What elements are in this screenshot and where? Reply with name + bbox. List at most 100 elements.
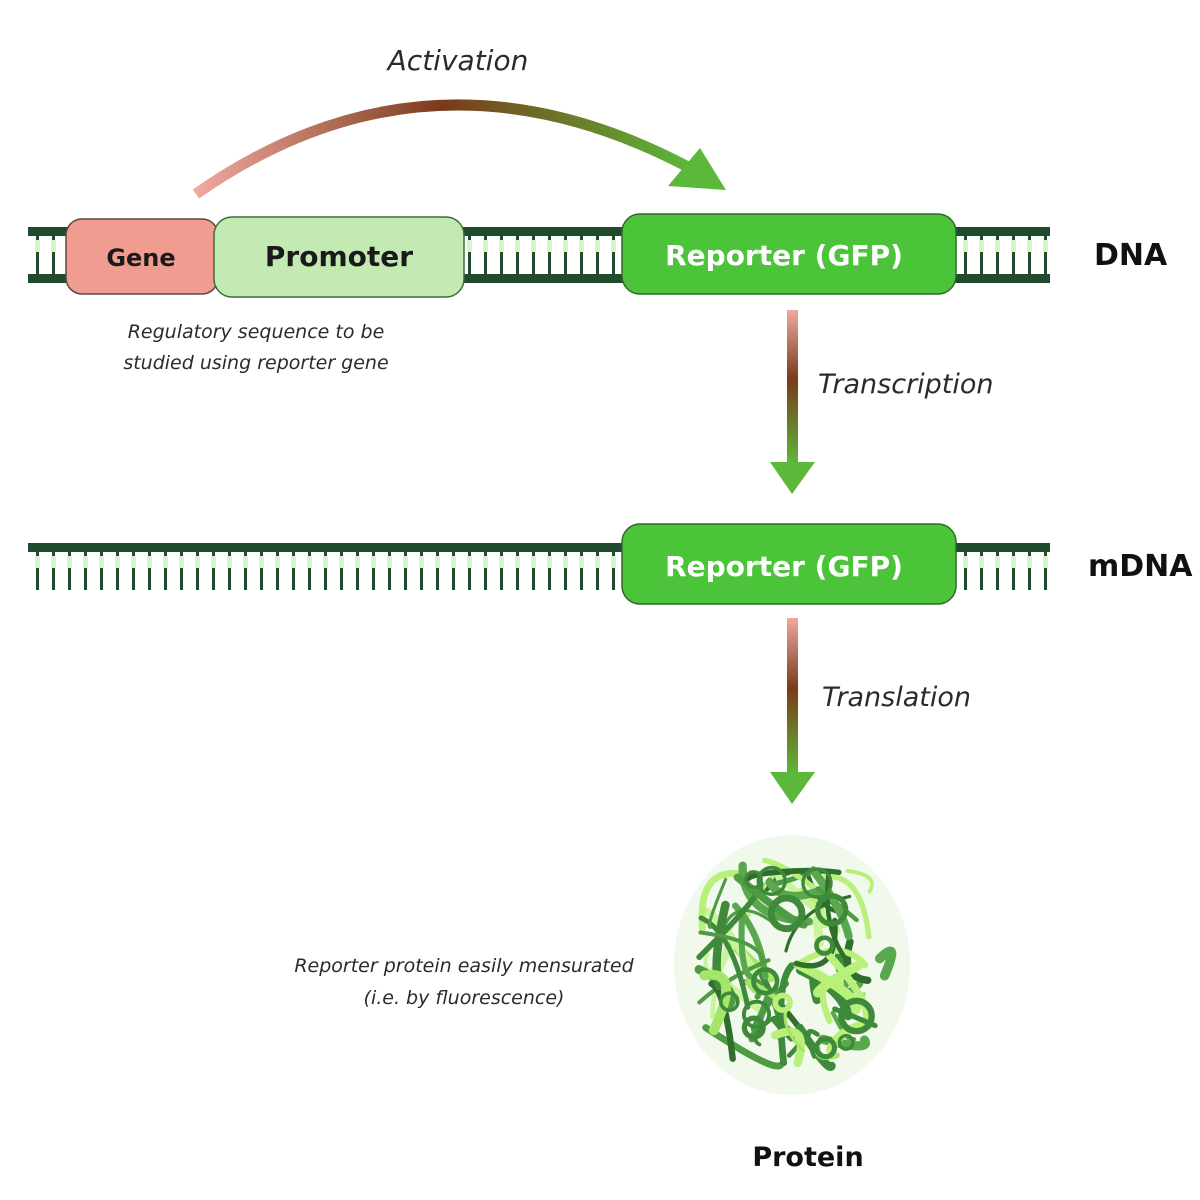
mdna-rung: [516, 552, 519, 590]
mdna-rung-highlight: [131, 556, 136, 568]
mdna-rung-highlight: [387, 556, 392, 568]
mdna-rung-highlight: [595, 556, 600, 568]
dna-rung-highlight: [579, 240, 584, 252]
promoter-box: Promoter: [213, 216, 465, 298]
dna-rung: [996, 236, 999, 274]
dna-rung: [1028, 236, 1031, 274]
mdna-rung: [548, 552, 551, 590]
mdna-rung-highlight: [179, 556, 184, 568]
protein-illustration: [674, 835, 910, 1095]
mdna-rung: [1012, 552, 1015, 590]
mdna-rung: [228, 552, 231, 590]
dna-label: DNA: [1094, 238, 1168, 273]
mdna-rung: [244, 552, 247, 590]
protein-coil: [744, 870, 763, 889]
mdna-rung-highlight: [979, 556, 984, 568]
mdna-rung-highlight: [211, 556, 216, 568]
dna-rung: [548, 236, 551, 274]
mdna-rung-highlight: [579, 556, 584, 568]
mdna-rung: [964, 552, 967, 590]
dna-bottom-backbone: [28, 274, 1050, 283]
protein-ribbon: [771, 1027, 805, 1068]
protein-ribbon: [697, 958, 771, 1005]
mdna-rung-highlight: [563, 556, 568, 568]
transcription-arrowhead: [770, 462, 815, 494]
mdna-rung-highlight: [483, 556, 488, 568]
mdna-rung: [276, 552, 279, 590]
dna-rung: [564, 236, 567, 274]
reporter-dna-label: Reporter (GFP): [665, 239, 903, 272]
mdna-strand: [28, 543, 1050, 590]
protein-ribbon: [698, 915, 751, 1010]
mdna-rungs: [35, 552, 1048, 590]
dna-rung-highlight: [531, 240, 536, 252]
activation-arrowhead: [668, 148, 726, 190]
transcription-arrow: [770, 310, 815, 494]
protein-coil: [741, 1015, 766, 1040]
promoter-label: Promoter: [265, 240, 413, 273]
dna-rung: [964, 236, 967, 274]
mdna-rung: [532, 552, 535, 590]
mdna-rung: [564, 552, 567, 590]
mdna-rung-highlight: [499, 556, 504, 568]
protein-label: Protein: [752, 1142, 863, 1173]
mdna-rung: [52, 552, 55, 590]
mdna-rung-highlight: [307, 556, 312, 568]
dna-rung-highlight: [1027, 240, 1032, 252]
protein-ribbon: [698, 930, 765, 965]
protein-ribbon: [815, 886, 859, 923]
mdna-rung-highlight: [275, 556, 280, 568]
dna-rung: [612, 236, 615, 274]
protein-coil: [767, 894, 806, 933]
mdna-rung-highlight: [451, 556, 456, 568]
protein-ribbon: [845, 868, 874, 894]
protein-ribbon: [795, 947, 869, 969]
mdna-rung: [404, 552, 407, 590]
activation-label: Activation: [386, 44, 529, 77]
protein-ribbon: [812, 960, 863, 998]
mdna-rung-highlight: [51, 556, 56, 568]
mdna-rung-highlight: [227, 556, 232, 568]
reporter-mdna-label: Reporter (GFP): [665, 550, 903, 583]
dna-rung-highlight: [467, 240, 472, 252]
gene-box: Gene: [65, 218, 219, 295]
dna-rung-highlight: [563, 240, 568, 252]
mdna-rung-highlight: [99, 556, 104, 568]
mdna-rung-highlight: [35, 556, 40, 568]
activation-arrow: [192, 99, 726, 199]
mdna-rung-highlight: [163, 556, 168, 568]
protein-ribbon: [702, 1024, 784, 1070]
protein-ribbon: [738, 916, 758, 981]
dna-rung-highlight: [595, 240, 600, 252]
mdna-rung-highlight: [1011, 556, 1016, 568]
dna-rung-highlight: [1043, 240, 1048, 252]
mdna-rung: [1044, 552, 1047, 590]
mdna-rung: [324, 552, 327, 590]
mdna-rung-highlight: [419, 556, 424, 568]
mdna-rung: [420, 552, 423, 590]
dna-rung: [980, 236, 983, 274]
mdna-rung-highlight: [291, 556, 296, 568]
protein-ribbon: [809, 866, 853, 940]
mdna-rung-highlight: [963, 556, 968, 568]
reporter-box-mdna: Reporter (GFP): [621, 523, 957, 605]
translation-arrow: [770, 618, 815, 804]
dna-top-backbone: [28, 227, 1050, 236]
reporter-note-line2: (i.e. by fluorescence): [364, 987, 565, 1009]
protein-coil: [756, 865, 787, 897]
dna-rungs: [35, 236, 1048, 274]
mdna-rung-highlight: [355, 556, 360, 568]
protein-ribbon: [825, 952, 871, 1025]
dna-rung-highlight: [499, 240, 504, 252]
mdna-rung-highlight: [115, 556, 120, 568]
mdna-rung: [340, 552, 343, 590]
dna-rung-highlight: [611, 240, 616, 252]
dna-rung-highlight: [979, 240, 984, 252]
mdna-rung-highlight: [1027, 556, 1032, 568]
dna-rung: [468, 236, 471, 274]
mdna-rung-highlight: [515, 556, 520, 568]
protein-ribbon: [822, 874, 872, 940]
regulatory-note-line1: Regulatory sequence to be: [128, 321, 385, 343]
dna-rung: [596, 236, 599, 274]
